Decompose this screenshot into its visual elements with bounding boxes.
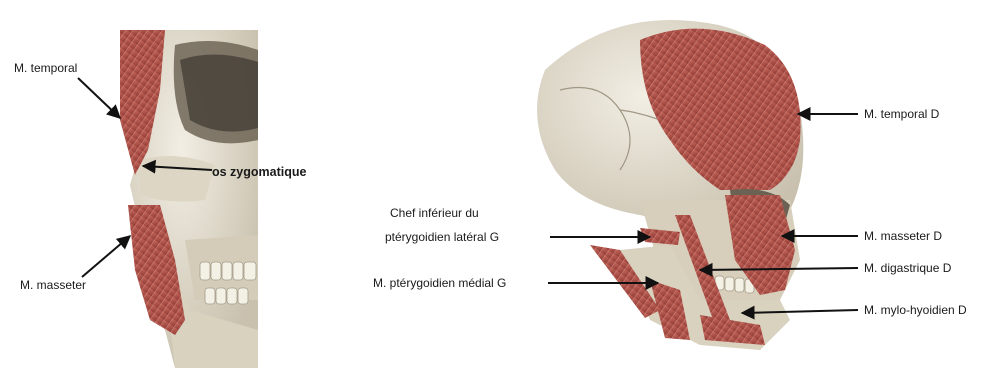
right-skull-illustration: [537, 20, 803, 350]
label-left-zygomatic: os zygomatique: [212, 165, 306, 179]
label-right-mylohyoid: M. mylo-hyoidien D: [864, 303, 967, 317]
left-skull-illustration: [118, 30, 258, 368]
label-right-pterygoid-lateral-1: Chef inférieur du: [390, 206, 479, 220]
arrow-left-temporal: [78, 78, 120, 118]
label-right-pterygoid-lateral-2: ptérygoidien latéral G: [385, 230, 499, 244]
label-left-temporal: M. temporal: [14, 61, 77, 75]
label-right-temporal: M. temporal D: [864, 107, 939, 121]
label-right-digastric: M. digastrique D: [864, 261, 951, 275]
label-right-masseter: M. masseter D: [864, 229, 942, 243]
label-right-pterygoid-medial: M. ptérygoidien médial G: [373, 276, 506, 290]
label-left-masseter: M. masseter: [20, 278, 86, 292]
